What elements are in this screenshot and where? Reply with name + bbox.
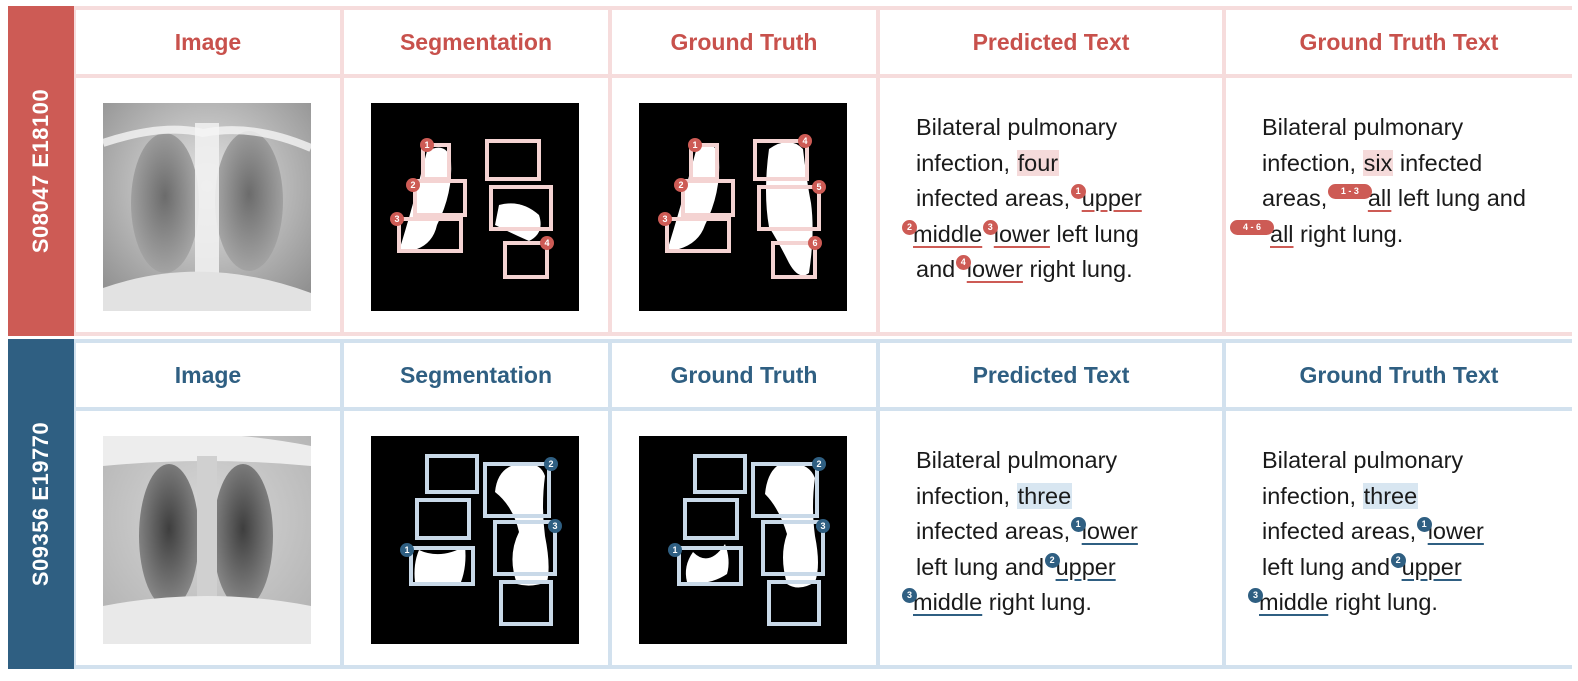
region-word: lower — [1081, 518, 1138, 544]
region-word: all — [1367, 185, 1392, 211]
predicted-text-cell: Bilateral pulmonary infection, three inf… — [880, 411, 1222, 665]
segmentation-cell: 1 2 3 — [344, 411, 608, 665]
region-word: all — [1270, 220, 1294, 247]
count-highlight: six — [1362, 149, 1394, 176]
region-word: upper — [1401, 553, 1462, 580]
region-tag: 1 - 3 — [1327, 184, 1372, 199]
box-label: 3 — [394, 214, 399, 224]
header-image: Image — [76, 10, 340, 74]
ground-truth-text: Bilateral pulmonary infection, six infec… — [1230, 110, 1526, 252]
box-label: 2 — [410, 180, 415, 190]
region-word: upper — [1081, 185, 1142, 211]
ground-truth-cell: 1 2 3 — [612, 411, 876, 665]
sample-id: S09356 E19770 — [28, 421, 54, 587]
ground-truth-text-cell: Bilateral pulmonary infection, three inf… — [1226, 411, 1572, 665]
segmentation-cell: 1 2 3 4 — [344, 78, 608, 332]
region-tag: 1 — [1070, 184, 1086, 199]
box-label: 4 — [802, 136, 807, 146]
count-highlight: three — [1016, 482, 1073, 509]
segmentation-mask: 1 2 3 4 — [371, 103, 579, 311]
box-label: 1 — [404, 545, 409, 555]
count-highlight: four — [1016, 149, 1060, 176]
box-label: 3 — [552, 521, 557, 531]
image-cell — [76, 78, 340, 332]
header-segmentation: Segmentation — [344, 10, 608, 74]
box-label: 6 — [812, 238, 817, 248]
count-highlight: three — [1362, 482, 1419, 509]
sample-panel-blue: S09356 E19770 Image Segmentation Ground … — [8, 339, 1572, 669]
region-tag: 1 — [1416, 517, 1432, 532]
ground-truth-text: Bilateral pulmonary infection, three inf… — [1248, 443, 1484, 621]
box-label: 2 — [548, 459, 553, 469]
box-label: 1 — [692, 140, 697, 150]
sample-panel-red: S08047 E18100 Image Segmentation Ground … — [8, 6, 1572, 336]
segmentation-mask: 1 2 3 — [371, 436, 579, 644]
region-tag: 2 — [1390, 552, 1406, 568]
predicted-text: Bilateral pulmonary infection, three inf… — [902, 443, 1138, 621]
region-word: middle — [913, 220, 983, 247]
ground-truth-mask: 1 2 3 4 5 6 — [639, 103, 847, 311]
ground-truth-cell: 1 2 3 4 5 6 — [612, 78, 876, 332]
region-tag: 4 — [955, 255, 971, 270]
header-predicted-text: Predicted Text — [880, 343, 1222, 407]
region-word: lower — [1427, 518, 1484, 544]
region-tag: 3 — [1248, 588, 1263, 603]
region-tag: 3 — [902, 588, 917, 603]
sample-id: S08047 E18100 — [28, 88, 54, 254]
header-ground-truth: Ground Truth — [612, 343, 876, 407]
box-label: 2 — [678, 180, 683, 190]
region-word: middle — [913, 589, 983, 615]
box-label: 2 — [816, 459, 821, 469]
region-tag: 2 — [1044, 552, 1060, 568]
sample-id-bar: S09356 E19770 — [8, 339, 74, 669]
sample-id-bar: S08047 E18100 — [8, 6, 74, 336]
predicted-text: Bilateral pulmonary infection, four infe… — [902, 110, 1142, 288]
header-predicted-text: Predicted Text — [880, 10, 1222, 74]
header-image: Image — [76, 343, 340, 407]
header-segmentation: Segmentation — [344, 343, 608, 407]
region-word: upper — [1055, 553, 1116, 580]
region-tag: 2 — [902, 219, 917, 235]
ground-truth-mask: 1 2 3 — [639, 436, 847, 644]
chest-xray-image — [103, 436, 311, 644]
image-cell — [76, 411, 340, 665]
ground-truth-text-cell: Bilateral pulmonary infection, six infec… — [1226, 78, 1572, 332]
predicted-text-cell: Bilateral pulmonary infection, four infe… — [880, 78, 1222, 332]
box-label: 3 — [662, 214, 667, 224]
box-label: 4 — [544, 238, 549, 248]
region-tag: 3 — [982, 219, 998, 235]
region-tag: 4 - 6 — [1230, 219, 1274, 235]
box-label: 1 — [672, 545, 677, 555]
header-ground-truth-text: Ground Truth Text — [1226, 343, 1572, 407]
region-tag: 1 — [1070, 517, 1086, 532]
region-word: lower — [966, 256, 1023, 282]
chest-xray-image — [103, 103, 311, 311]
header-ground-truth-text: Ground Truth Text — [1226, 10, 1572, 74]
header-ground-truth: Ground Truth — [612, 10, 876, 74]
region-word: middle — [1259, 589, 1329, 615]
region-word: lower — [993, 220, 1050, 247]
box-label: 1 — [424, 140, 429, 150]
box-label: 5 — [816, 182, 821, 192]
box-label: 3 — [820, 521, 825, 531]
